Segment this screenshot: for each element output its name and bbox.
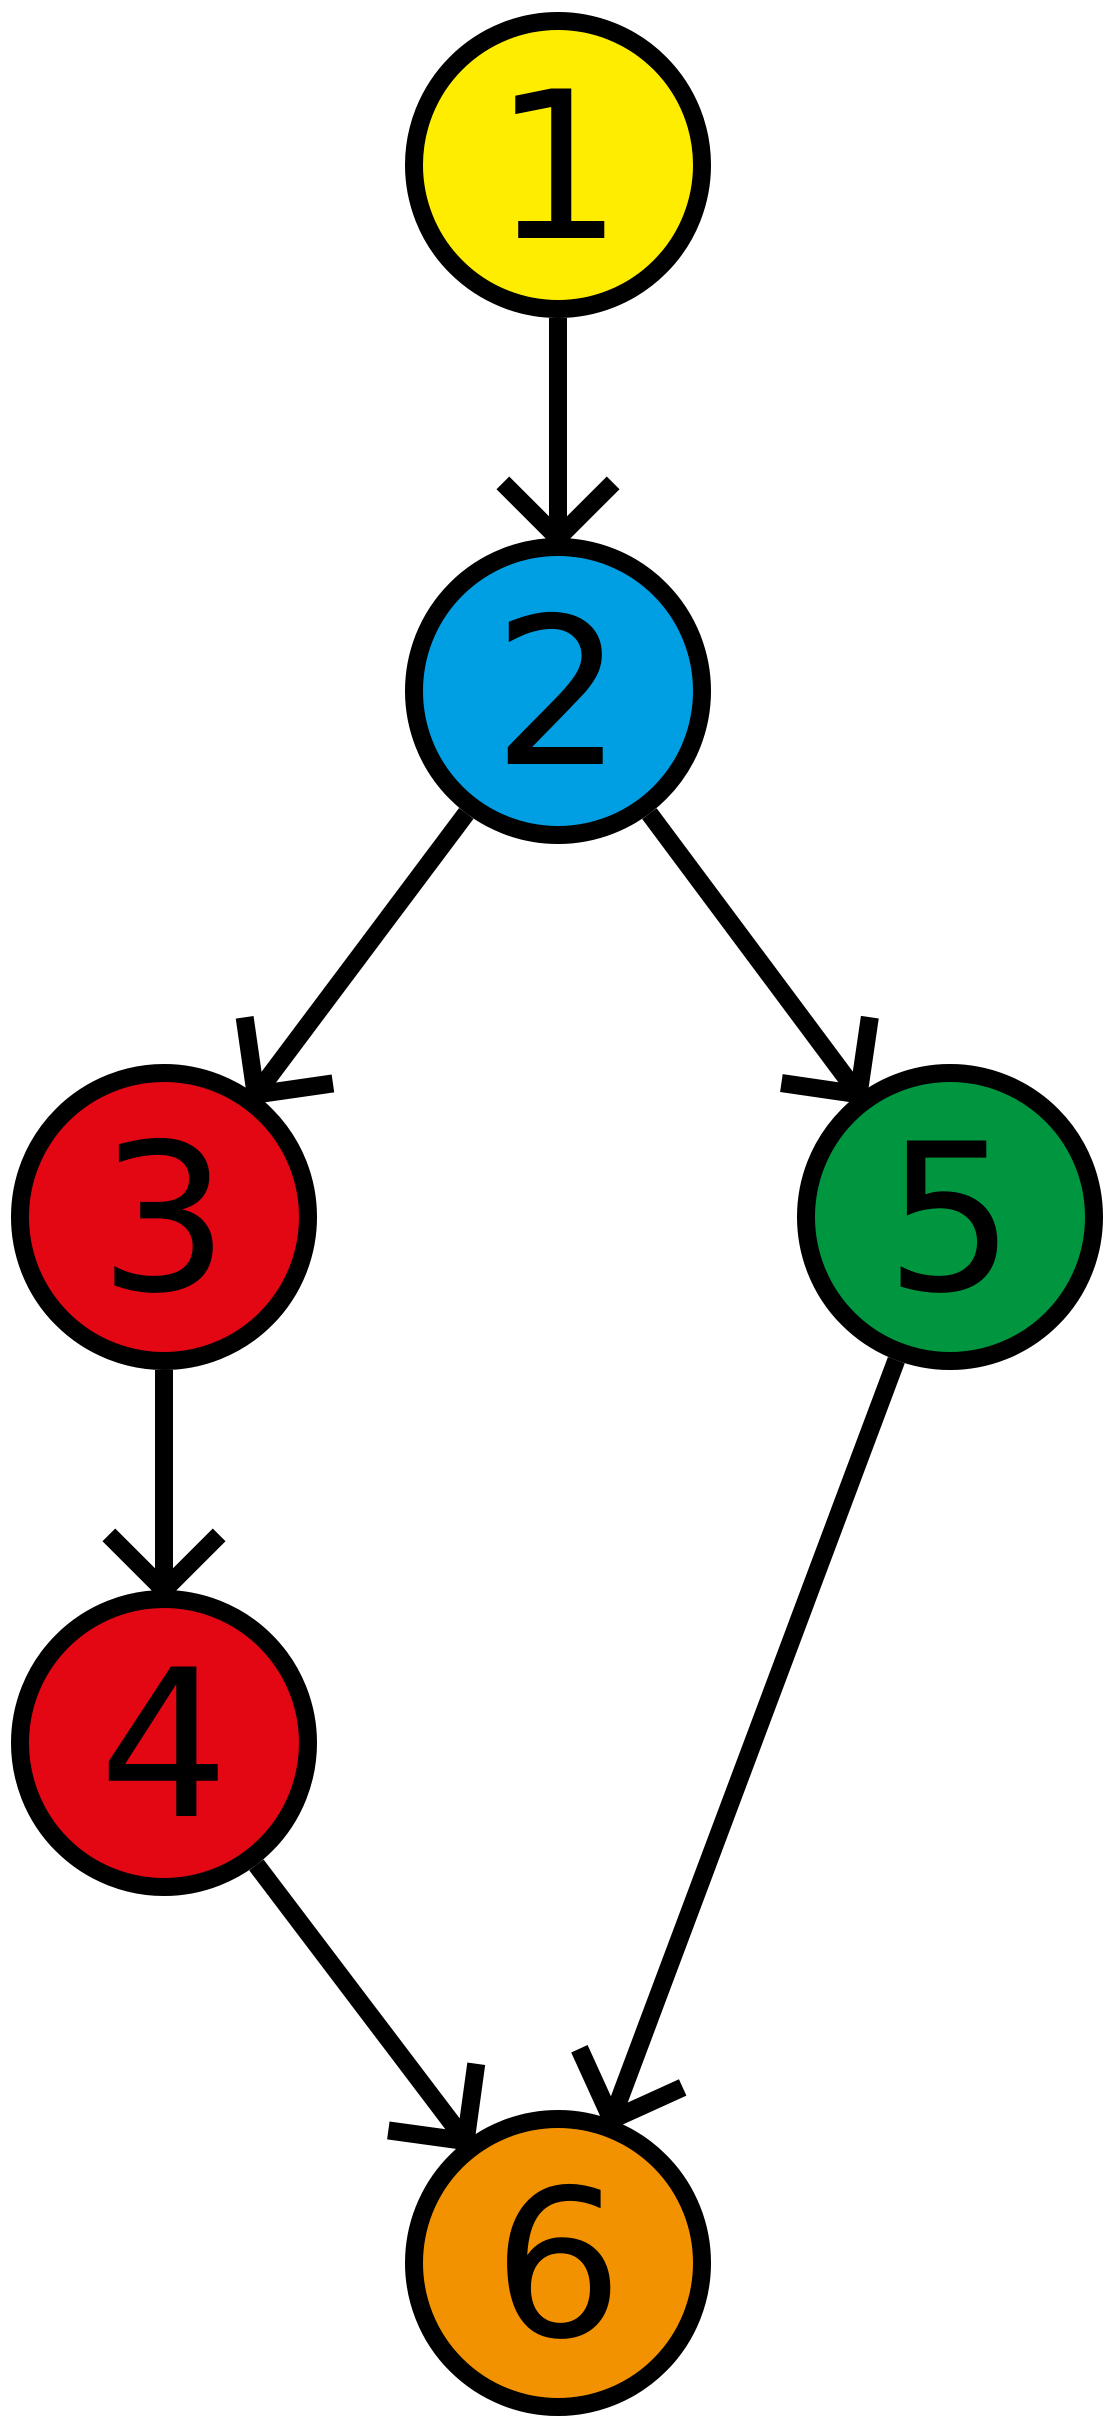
node-1: 1 xyxy=(405,12,711,318)
arrowhead-icon xyxy=(235,1016,335,1105)
node-label: 1 xyxy=(493,49,623,287)
node-circle xyxy=(405,2110,711,2416)
node-label: 2 xyxy=(493,575,623,813)
arrowhead-icon xyxy=(571,2045,687,2132)
node-circle xyxy=(11,1064,317,1370)
node-5: 5 xyxy=(797,1064,1103,1370)
edge-5-to-6 xyxy=(571,1357,905,2132)
node-circle xyxy=(11,1590,317,1896)
arrowhead-icon xyxy=(780,1015,879,1105)
node-label: 6 xyxy=(493,2147,623,2385)
edge-2-to-3 xyxy=(235,808,474,1105)
node-circle xyxy=(797,1064,1103,1370)
arrowhead-icon xyxy=(387,2062,486,2152)
edge-line xyxy=(642,808,866,1100)
edge-line xyxy=(248,808,474,1100)
edge-line xyxy=(249,1859,473,2147)
node-3: 3 xyxy=(11,1064,317,1370)
edges-layer xyxy=(102,318,905,2152)
edge-2-to-5 xyxy=(642,808,879,1105)
node-label: 4 xyxy=(99,1627,229,1865)
nodes-layer: 1 2 3 4 5 6 xyxy=(11,12,1103,2416)
edge-3-to-4 xyxy=(102,1370,226,1603)
node-circle xyxy=(405,12,711,318)
node-label: 5 xyxy=(885,1101,1015,1339)
edge-1-to-2 xyxy=(496,318,620,551)
node-circle xyxy=(405,538,711,844)
node-6: 6 xyxy=(405,2110,711,2416)
node-label: 3 xyxy=(99,1101,229,1339)
node-4: 4 xyxy=(11,1590,317,1896)
node-2: 2 xyxy=(405,538,711,844)
edge-line xyxy=(603,1357,905,2123)
edge-4-to-6 xyxy=(249,1859,486,2152)
